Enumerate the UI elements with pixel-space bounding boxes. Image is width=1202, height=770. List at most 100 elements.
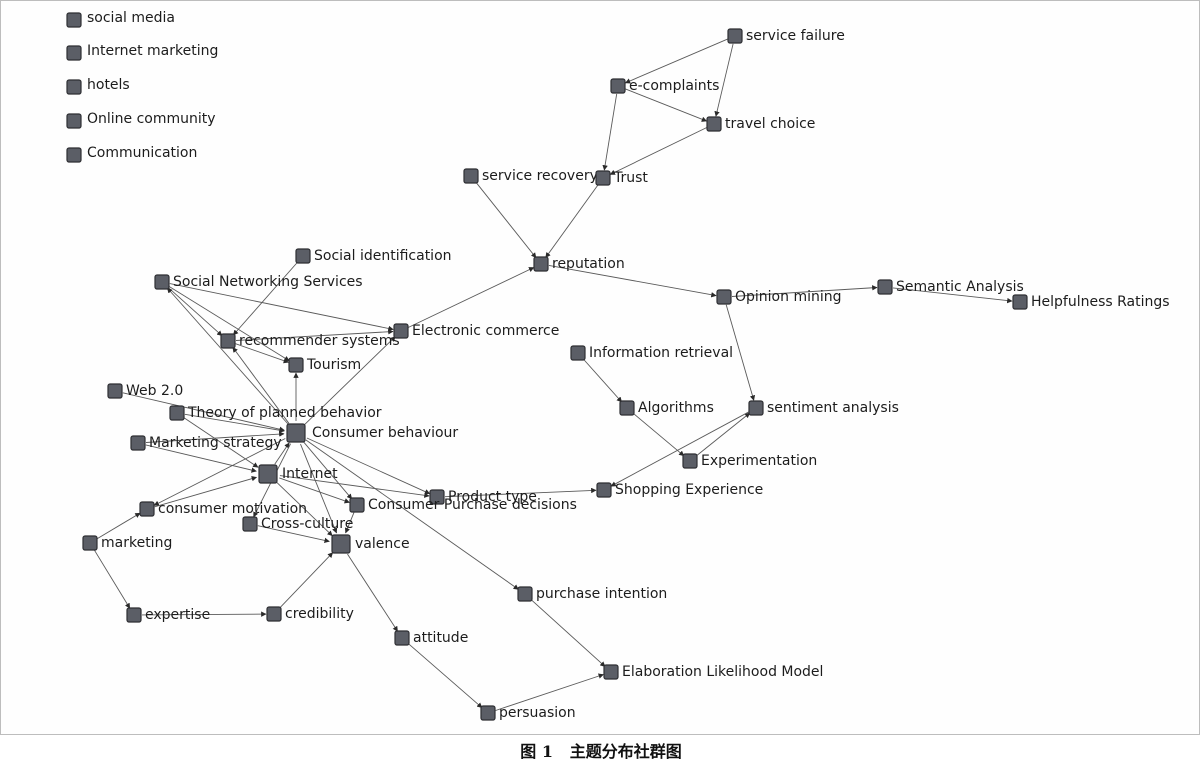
edge-valence-to-attitude [347,553,398,632]
edge-consumer-behaviour-to-electronic-commerce [304,336,396,425]
legend-label: hotels [87,77,130,93]
edge-marketing-strategy-to-internet [145,444,257,473]
node-marker [126,607,142,623]
legend-marker [66,12,82,28]
node-social-identification: Social identification [295,248,452,264]
node-marker [429,489,445,505]
node-label: Tourism [306,357,361,373]
node-label: Consumer behaviour [312,425,458,441]
node-semantic-analysis: Semantic Analysis [877,279,1024,295]
node-label: Algorithms [638,400,714,416]
legend-item: Communication [66,145,197,163]
node-label: service recovery [482,168,598,184]
node-helpfulness-ratings: Helpfulness Ratings [1012,294,1170,310]
edge-consumer-behaviour-to-consumer-motivation [153,438,286,506]
edge-service-recovery-to-reputation [475,182,537,259]
node-credibility: credibility [266,606,354,622]
node-social-networking-services: Social Networking Services [154,274,363,290]
node-label: Semantic Analysis [896,279,1024,295]
node-label: Web 2.0 [126,383,183,399]
legend-marker [66,45,82,61]
legend-label: Online community [87,111,216,127]
node-label: Internet [282,466,338,482]
node-label: service failure [746,28,845,44]
node-purchase-intention: purchase intention [517,586,667,602]
node-label: Helpfulness Ratings [1031,294,1170,310]
node-label: Social Networking Services [173,274,363,290]
edge-service-failure-to-travel-choice [714,43,734,117]
node-trust: Trust [595,170,648,186]
node-marker [610,78,626,94]
node-internet: Internet [258,464,338,484]
node-label: Opinion mining [735,289,842,305]
edge-e-complaints-to-trust [602,93,618,171]
edge-recommender-systems-to-tourism [235,343,290,364]
node-marker [107,383,123,399]
node-label: Trust [613,170,648,186]
node-opinion-mining: Opinion mining [716,289,842,305]
node-marker [139,501,155,517]
node-marker [570,345,586,361]
node-marker [603,664,619,680]
node-marker [295,248,311,264]
node-marker [288,357,304,373]
edge-reputation-to-opinion-mining [548,264,717,298]
edge-social-networking-services-to-electronic-commerce [169,283,394,332]
node-label: recommender systems [239,333,400,349]
edge-semantic-analysis-to-helpfulness-ratings [892,287,1013,304]
node-label: Information retrieval [589,345,733,361]
legend-label: Internet marketing [87,43,218,59]
node-sentiment-analysis: sentiment analysis [748,400,899,416]
node-marker [706,116,722,132]
node-label: travel choice [725,116,815,132]
node-label: credibility [285,606,354,622]
legend-label: social media [87,10,175,26]
node-marker [619,400,635,416]
node-marker [242,516,258,532]
edge-recommender-systems-to-electronic-commerce [235,329,394,341]
node-label: marketing [101,535,172,551]
edge-layer [93,38,1013,711]
edge-consumer-behaviour-to-social-networking-services [166,287,289,425]
node-label: persuasion [499,705,576,721]
node-service-failure: service failure [727,28,845,44]
node-marker [682,453,698,469]
node-marker [877,279,893,295]
edge-consumer-behaviour-to-consumer-purchase-decisions [303,441,353,500]
node-label: Electronic commerce [412,323,559,339]
node-consumer-behaviour: Consumer behaviour [286,423,458,443]
edge-internet-to-valence [276,481,333,537]
node-label: Cross-culture [261,516,353,532]
node-persuasion: persuasion [480,705,576,721]
node-service-recovery: service recovery [463,168,598,184]
node-marker [220,333,236,349]
node-marker [533,256,549,272]
node-label: Elaboration Likelihood Model [622,664,823,680]
node-e-complaints: e-complaints [610,78,719,94]
node-product-type: Product type [429,489,537,505]
node-label: valence [355,536,410,552]
edge-sentiment-analysis-to-shopping-experience [610,411,750,487]
node-theory-of-planned-behavior: Theory of planned behavior [169,405,382,421]
diagram-frame [0,0,1200,735]
legend-marker [66,147,82,163]
edge-persuasion-to-elaboration-likelihood-model [495,673,604,711]
node-marketing: marketing [82,535,172,551]
edge-e-complaints-to-travel-choice [625,88,708,122]
edge-trust-to-reputation [545,184,599,258]
legend-marker [66,79,82,95]
network-graph: service failure e-complaints travel choice… [66,10,1170,721]
node-marker [517,586,533,602]
node-marker [154,274,170,290]
node-label: e-complaints [629,78,719,94]
node-recommender-systems: recommender systems [220,333,400,349]
node-algorithms: Algorithms [619,400,714,416]
node-label: Experimentation [701,453,817,469]
node-marker [286,423,306,443]
edge-consumer-behaviour-to-valence [300,443,338,534]
node-marker [480,705,496,721]
edge-theory-of-planned-behavior-to-consumer-behaviour [184,413,285,433]
edge-consumer-motivation-to-internet [154,476,258,508]
node-marker [1012,294,1028,310]
edge-travel-choice-to-trust [609,127,707,175]
